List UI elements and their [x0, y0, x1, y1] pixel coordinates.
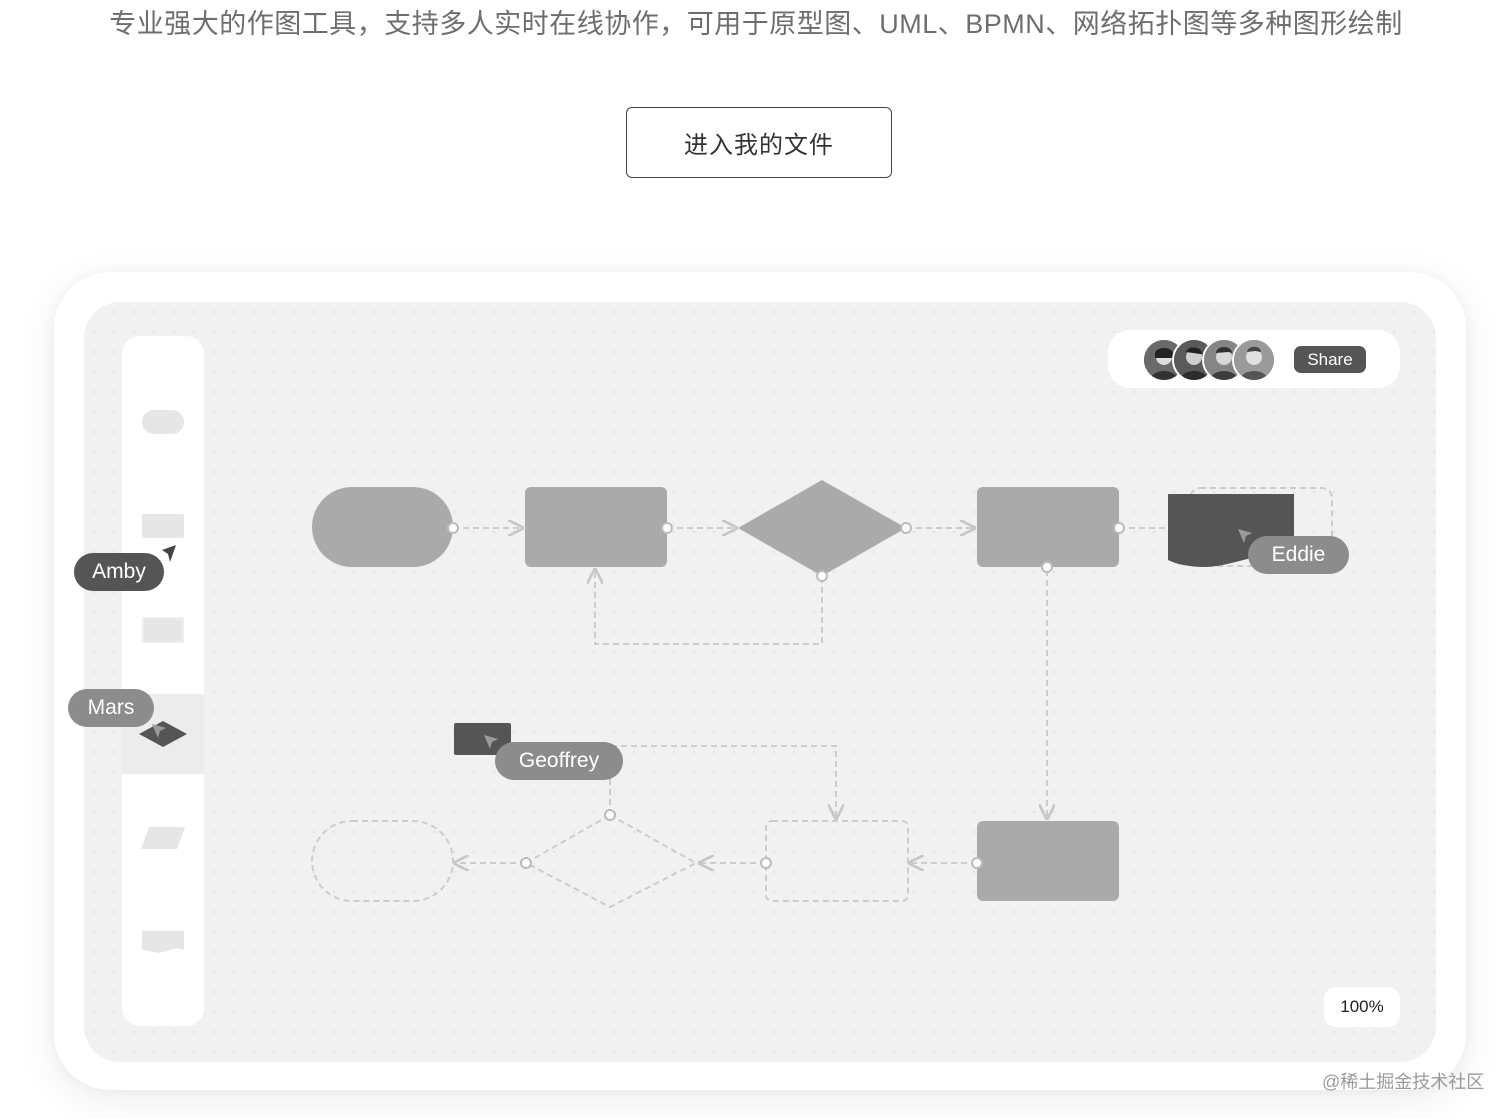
cursor-label-mars: Mars — [68, 689, 154, 727]
enter-my-files-button[interactable]: 进入我的文件 — [626, 107, 892, 178]
box-icon — [142, 617, 184, 643]
cursor-arrow-icon — [1238, 529, 1252, 543]
flow-process-placeholder — [765, 820, 909, 902]
cursor-label-amby: Amby — [74, 553, 164, 591]
flow-process-box-3[interactable] — [977, 821, 1119, 901]
cursor-arrow-icon — [162, 545, 176, 562]
diamond-icon — [139, 721, 187, 747]
shape-toolbar — [122, 336, 204, 1026]
collaboration-bar: Share — [1108, 330, 1400, 388]
cursor-label-eddie: Eddie — [1248, 536, 1349, 574]
tool-rounded-rect[interactable] — [122, 382, 204, 462]
cursor-label-geoffrey: Geoffrey — [495, 742, 623, 780]
dragged-shape[interactable] — [454, 723, 511, 755]
flow-process-box-2[interactable] — [977, 487, 1119, 567]
user-avatar-icon — [1234, 340, 1274, 380]
diagram-canvas[interactable] — [84, 302, 1436, 1062]
flow-decision-diamond[interactable] — [738, 480, 906, 576]
watermark-text: @稀土掘金技术社区 — [1322, 1072, 1485, 1092]
tool-box[interactable] — [122, 590, 204, 670]
parallelogram-icon — [141, 827, 185, 849]
flow-end-placeholder — [311, 820, 454, 902]
connector-lines — [453, 487, 1333, 863]
flow-start-terminator[interactable] — [312, 487, 453, 567]
tool-document[interactable] — [122, 902, 204, 982]
document-icon — [142, 931, 184, 953]
hero-subtitle: 专业强大的作图工具，支持多人实时在线协作，可用于原型图、UML、BPMN、网络拓… — [109, 9, 1403, 39]
cursor-arrow-icon — [152, 724, 166, 738]
tool-parallelogram[interactable] — [122, 798, 204, 878]
tool-rectangle[interactable] — [122, 486, 204, 566]
rounded-rect-icon — [142, 410, 184, 434]
rectangle-icon — [142, 514, 184, 538]
anchor-points[interactable] — [447, 522, 1125, 869]
cursor-arrow-icon — [484, 735, 498, 749]
flow-decision-placeholder — [523, 813, 699, 909]
collaborator-avatar-4[interactable] — [1232, 338, 1276, 382]
share-button[interactable]: Share — [1294, 346, 1366, 373]
flow-process-box-1[interactable] — [525, 487, 667, 567]
zoom-level-indicator[interactable]: 100% — [1324, 987, 1400, 1027]
